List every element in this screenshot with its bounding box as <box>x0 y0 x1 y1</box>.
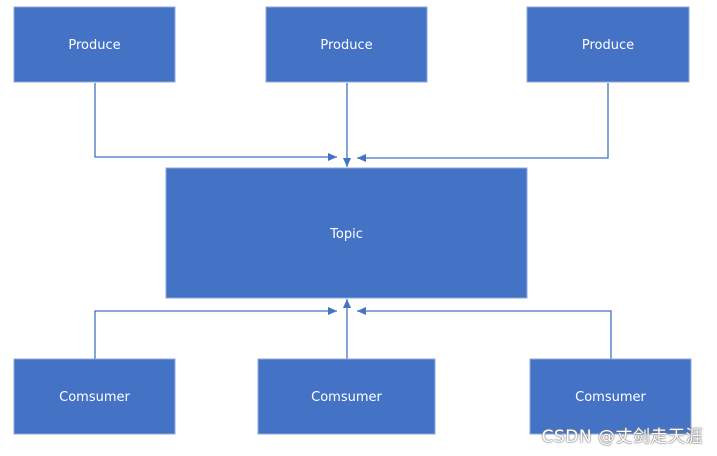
producer-node-1: Produce <box>13 6 176 83</box>
topic-node: Topic <box>165 167 528 299</box>
producer-node-3: Produce <box>526 6 690 83</box>
consumer-node-2: Comsumer <box>257 358 436 435</box>
producer-label-1: Produce <box>68 38 120 53</box>
consumer-label-3: Comsumer <box>575 390 646 405</box>
edge-producer-3-to-topic <box>357 83 609 162</box>
consumer-node-3: Comsumer <box>529 358 692 435</box>
csdn-watermark: CSDN @丈剑走天涯 <box>541 427 703 447</box>
edge-consumer-1-to-topic <box>94 307 337 359</box>
producer-node-2: Produce <box>265 6 428 83</box>
connectors <box>94 83 612 359</box>
edge-consumer-3-to-topic <box>357 307 612 359</box>
consumer-node-1: Comsumer <box>13 358 176 435</box>
producer-label-3: Produce <box>582 38 634 53</box>
consumer-label-1: Comsumer <box>59 390 130 405</box>
edge-producer-1-to-topic <box>94 83 337 161</box>
producer-label-2: Produce <box>320 38 372 53</box>
topic-label: Topic <box>329 227 363 242</box>
consumer-label-2: Comsumer <box>311 390 382 405</box>
